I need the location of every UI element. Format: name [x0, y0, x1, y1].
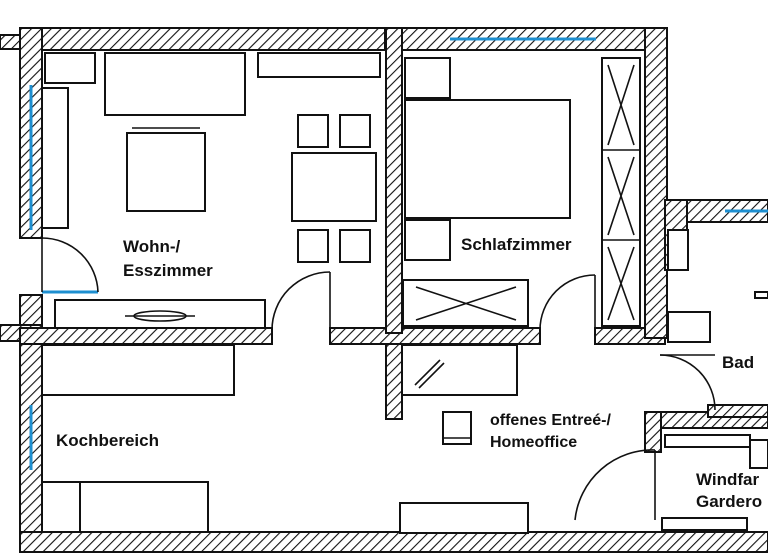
label-entree-1: offenes Entreé-/ — [490, 412, 611, 429]
sofa — [104, 52, 246, 116]
wall-mid-left — [19, 327, 273, 345]
dining-chair-1 — [297, 114, 329, 148]
door-windfang — [574, 449, 656, 521]
bedroom-furniture — [402, 57, 641, 327]
hall-mirror-line-2 — [418, 362, 445, 389]
nightstand-bottom — [404, 219, 451, 261]
label-wohn-2: Esszimmer — [123, 261, 213, 280]
windfang-furniture — [661, 434, 768, 531]
bath-sink — [667, 311, 711, 343]
label-kochbereich: Kochbereich — [56, 431, 159, 450]
door-bath — [659, 354, 716, 411]
dresser-cross — [415, 286, 517, 321]
wall-bottom — [19, 531, 768, 553]
nightstand-top — [404, 57, 451, 99]
coat-rack-top — [664, 434, 751, 448]
wall-divider-living-bedroom — [385, 27, 403, 334]
bed — [404, 99, 571, 219]
dining-chair-2 — [339, 114, 371, 148]
room-labels: Wohn-/ Esszimmer Schlafzimmer Bad Kochbe… — [56, 235, 762, 511]
sideboard-top — [44, 52, 96, 84]
coat-rack-bottom — [661, 517, 748, 531]
wall-bedroom-right — [644, 27, 668, 339]
wardrobe-cross-2 — [607, 156, 635, 236]
label-windfang-2: Gardero — [696, 492, 762, 511]
wall-top-living — [19, 27, 401, 51]
label-schlafzimmer: Schlafzimmer — [461, 235, 572, 254]
label-bad: Bad — [722, 353, 754, 372]
kitchen-counter-bottom — [41, 481, 81, 533]
hall-bench — [399, 502, 529, 534]
kitchen-furniture — [41, 344, 235, 533]
shelf-top — [257, 52, 381, 78]
bath-fixture — [754, 291, 768, 299]
door-living-terrace — [41, 237, 99, 293]
walls — [0, 27, 768, 553]
wall-bath-bottom — [707, 404, 768, 418]
label-wohn-1: Wohn-/ — [123, 237, 181, 256]
wardrobe-cross-1 — [607, 64, 635, 146]
kitchen-table — [79, 481, 209, 533]
door-living-hall — [271, 271, 331, 331]
door-bedroom — [539, 274, 596, 331]
living-furniture — [41, 52, 381, 329]
hall-furniture — [399, 344, 529, 534]
wall-divider-lower — [385, 343, 403, 420]
label-entree-2: Homeoffice — [490, 434, 577, 451]
bath-furniture — [667, 229, 768, 343]
doors — [41, 237, 716, 521]
hall-mirror-line — [414, 359, 441, 386]
wall-mid-center — [329, 327, 541, 345]
coffee-table — [126, 132, 206, 212]
windfang-shelf — [749, 439, 768, 469]
dining-table — [291, 152, 377, 222]
armchair-left-inner — [41, 87, 69, 229]
windows — [29, 37, 768, 470]
kitchen-counter-top — [41, 344, 235, 396]
wardrobe-cross-3 — [607, 246, 635, 321]
label-windfang-1: Windfar — [696, 470, 760, 489]
dining-chair-4 — [339, 229, 371, 263]
bath-cabinet — [667, 229, 689, 271]
wall-windfang-left — [644, 411, 662, 453]
desk-chair — [442, 411, 472, 445]
dining-chair-3 — [297, 229, 329, 263]
tv-board — [54, 299, 266, 329]
